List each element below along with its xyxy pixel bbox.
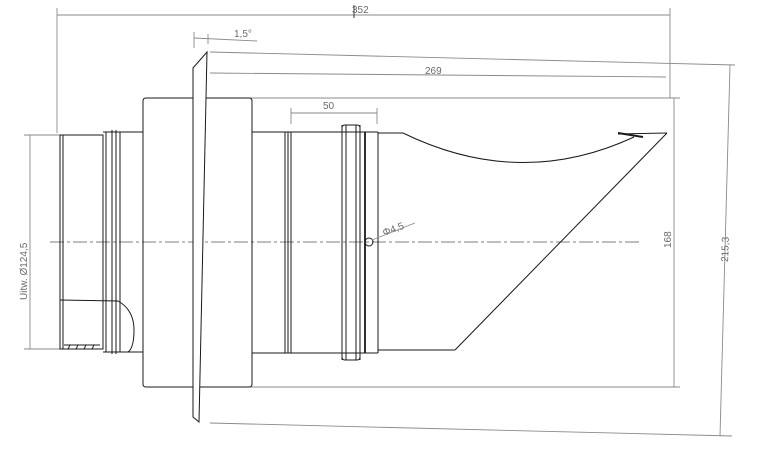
dim-269-label: 269 (425, 66, 442, 77)
dim-168-label: 168 (663, 231, 674, 248)
dim-angle-label: 1,5° (234, 29, 252, 40)
dim-diameter-label: Uitw. Ø124,5 (19, 242, 30, 300)
dimension-overall-length: 352 (56, 5, 671, 133)
angled-flange (192, 50, 208, 424)
dimension-215-3: 215,3 (719, 64, 732, 437)
dimension-269: 269 (209, 66, 667, 78)
dim-352-label: 352 (352, 5, 369, 16)
pipe-body (252, 124, 668, 361)
dim-50-label: 50 (323, 101, 335, 112)
spigot-end (59, 130, 144, 354)
dim-215-label: 215,3 (720, 236, 732, 262)
collar (142, 97, 253, 388)
dimension-168: 168 (250, 97, 680, 388)
dim-hole-label: Φ4,5 (381, 221, 406, 239)
dimension-outer-diameter: Uitw. Ø124,5 (19, 134, 60, 350)
dimension-flange-angle: 1,5° (193, 29, 258, 48)
dimension-50: 50 (290, 101, 378, 124)
